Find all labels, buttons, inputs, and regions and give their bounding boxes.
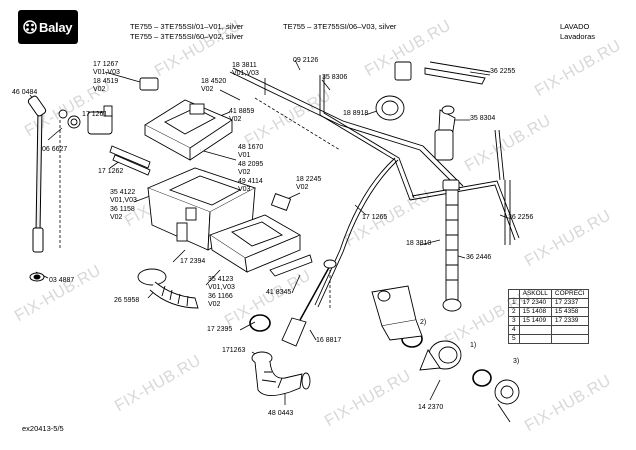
part-label: 35 8304 [470,115,496,122]
table-cell [550,325,589,335]
part-label: 18 3811 V01,V03 [232,62,259,78]
leader-line [291,274,301,294]
leader-line [469,71,491,76]
leader-line [309,329,317,341]
part-label: 17 1262 [98,168,124,175]
part-label: 48 1670 V01 48 2095 V02 49 4114 V03 [238,144,264,194]
part-label: 18 4520 V02 [201,78,227,94]
table-header-row: ASKOLL COPRECI [508,289,589,299]
part-label: 48 0443 [268,410,294,417]
inlet-valve [58,77,159,135]
pressure-switch [375,61,491,121]
table-cell: 1 [508,298,520,308]
table-cell [518,334,552,344]
category-label: LAVADO [560,22,590,31]
table-cell: 15 1409 [518,316,552,326]
part-label: 17 1267 V01,V03 18 4519 V02 [93,61,120,94]
drain-hose [442,179,462,312]
leader-line [321,79,331,91]
tube [109,145,151,176]
leader-line [239,321,256,331]
leader-line [354,204,367,216]
leader-line [294,59,301,71]
guide-line [254,97,341,151]
part-label: 09 2126 [293,57,319,64]
leader-line [172,249,186,263]
filter-hose [434,105,456,161]
table-header: ASKOLL [518,289,552,299]
leader-line [199,149,237,161]
model-line-1a: TE755 – 3TE755SI/01–V01, silver [130,22,244,31]
table-cell: 15 1408 [518,307,552,317]
logo-dots-icon [23,20,37,34]
table-cell [518,325,552,335]
part-label: 17 2395 [207,326,233,333]
model-line-2a: TE755 – 3TE755SI/60–V02, silver [130,32,244,41]
part-label: 41 8345 [266,289,292,296]
part-label: 17 1265 [362,214,388,221]
table-cell: 2 [508,307,520,317]
callout-number: 3) [513,358,520,365]
part-label: 36 2446 [466,254,492,261]
table-cell: 17 2340 [518,298,552,308]
table-header [508,289,520,299]
table-cell: 5 [508,334,520,344]
table-cell [550,334,589,344]
part-label: 17 2394 [180,258,206,265]
leader-line [429,379,441,401]
part-label: 18 8918 [343,110,369,117]
part-label: 35 4123 V01,V03 36 1166 V02 [208,276,235,309]
part-label: 36 2256 [508,214,534,221]
leader-line [205,269,221,286]
table-row: 3 15 1409 17 2339 [508,316,589,326]
diagram-id: ex20413-5/5 [22,424,64,433]
table-cell: 17 2339 [550,316,589,326]
part-label: 36 2255 [490,68,516,75]
sump-hose [251,351,311,396]
pump-variants-table: ASKOLL COPRECI 1 17 2340 17 2337 2 15 14… [508,289,589,344]
part-label: 06 6627 [42,146,68,153]
leader-line [133,195,151,203]
part-label: 14 2370 [418,404,444,411]
table-row: 4 [508,325,589,335]
category-label-2: Lavadoras [560,32,596,41]
table-header: COPRECI [550,289,589,299]
leader-line [419,239,441,246]
hose-pipes [229,67,520,308]
leader-line [219,89,241,101]
shock-absorber [281,259,337,347]
table-row: 1 17 2340 17 2337 [508,298,589,308]
drain-pump [371,285,520,423]
table-cell: 4 [508,325,520,335]
part-label: 41 8859 V02 [229,108,255,124]
part-label: 171263 [222,347,246,354]
model-line-1b: TE755 – 3TE755SI/06–V03, silver [283,22,397,31]
dispenser-drawer [209,214,313,277]
part-label: 18 3810 [406,240,432,247]
part-label: 17 1261 [82,111,108,118]
part-label: 35 4122 V01,V03 36 1158 V02 [110,189,137,222]
table-cell: 17 2337 [550,298,589,308]
part-label: 16 8817 [316,337,342,344]
bellows-hose [137,268,199,309]
part-label: 26 5958 [114,297,140,304]
dispenser-top [144,99,233,161]
brand-name: Balay [39,20,73,35]
table-row: 5 [508,334,589,344]
leader-line [104,71,141,83]
leader-line [47,127,63,141]
table-cell: 15 4358 [550,307,589,317]
part-label: 18 2245 V02 [296,176,322,192]
table-row: 2 15 1408 15 4358 [508,307,589,317]
brand-logo: Balay [18,10,78,44]
callout-number: 1) [470,342,477,349]
callout-number: 2) [420,319,427,326]
part-label: 03 4887 [49,277,75,284]
clip [270,193,292,211]
inlet-hose [27,95,47,282]
table-cell: 3 [508,316,520,326]
part-label: 46 0484 [12,89,38,96]
part-label: 35 8306 [322,74,348,81]
